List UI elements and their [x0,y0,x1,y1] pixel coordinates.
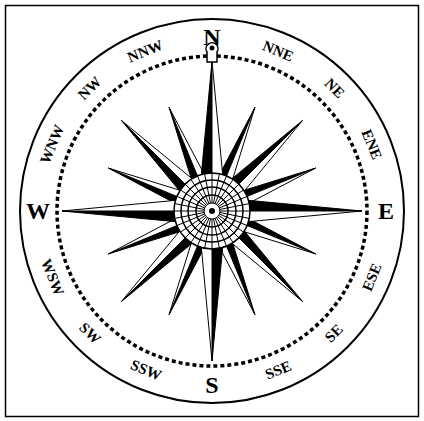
direction-label: ESE [359,261,384,293]
direction-label: N [203,25,220,49]
direction-label: ENE [359,128,385,162]
direction-label: SE [323,322,347,346]
direction-label: SW [76,320,103,347]
point-dark-half [121,211,212,302]
direction-label: W [26,199,50,223]
hub [174,173,250,249]
direction-label: NNE [261,38,296,64]
point-light-half [212,120,303,211]
dashed-ring [57,56,367,366]
direction-label: S [205,373,218,397]
direction-label: NNW [126,37,166,65]
direction-label: NE [322,76,347,101]
direction-label: SSW [128,358,163,384]
point-dark-half [212,211,303,302]
direction-label: WSW [38,257,67,298]
point-dark-half [121,120,212,211]
direction-label: NW [75,74,104,103]
direction-label: SSE [263,359,293,383]
direction-label: E [378,199,394,223]
direction-label: WNW [37,123,66,166]
point-light-half [121,120,212,211]
star-points [62,61,362,361]
frame [6,6,419,417]
point-dark-half [212,120,303,211]
point-light-half [212,211,303,302]
point-light-half [121,211,212,302]
outer-ring [20,19,404,403]
